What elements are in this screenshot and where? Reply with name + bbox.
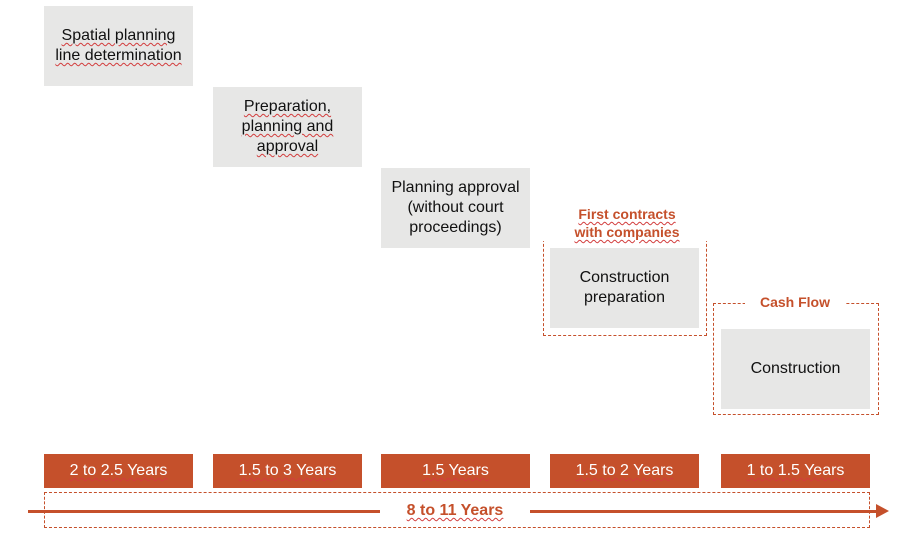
contracts-callout-label: First contracts with companies: [543, 205, 711, 241]
stage-construction-preparation: Construction preparation: [550, 248, 699, 328]
duration-bar: 1 to 1.5 Years: [721, 454, 870, 488]
stage-preparation-planning: Preparation, planning and approval: [213, 87, 362, 167]
duration-bar: 1.5 Years: [381, 454, 530, 488]
stage-construction: Construction: [721, 329, 870, 409]
duration-label: 1.5 Years: [422, 462, 489, 479]
duration-bar: 1.5 to 3 Years: [213, 454, 362, 488]
duration-label: 1.5 to 3 Years: [238, 462, 337, 479]
stage-label: Preparation, planning and approval: [241, 98, 334, 155]
duration-label: 1.5 to 2 Years: [575, 462, 674, 479]
stage-label: Planning approval (without court proceed…: [391, 179, 520, 236]
total-duration-label: 8 to 11 Years: [406, 502, 504, 519]
duration-label: 2 to 2.5 Years: [69, 462, 168, 479]
duration-label: 1 to 1.5 Years: [746, 462, 845, 479]
stage-label: Construction preparation: [579, 269, 670, 306]
cash-flow-callout-label: Cash Flow: [745, 293, 845, 311]
duration-bar: 1.5 to 2 Years: [550, 454, 699, 488]
arrow-head-icon: [876, 504, 889, 518]
stage-label: Construction: [750, 360, 841, 377]
duration-bar: 2 to 2.5 Years: [44, 454, 193, 488]
stage-planning-approval: Planning approval (without court proceed…: [381, 168, 530, 248]
stage-spatial-planning: Spatial planning line determination: [44, 6, 193, 86]
stage-label: Spatial planning line determination: [55, 27, 182, 64]
timeline-arrow-right: [530, 510, 878, 513]
timeline-arrow-left: [28, 510, 380, 513]
